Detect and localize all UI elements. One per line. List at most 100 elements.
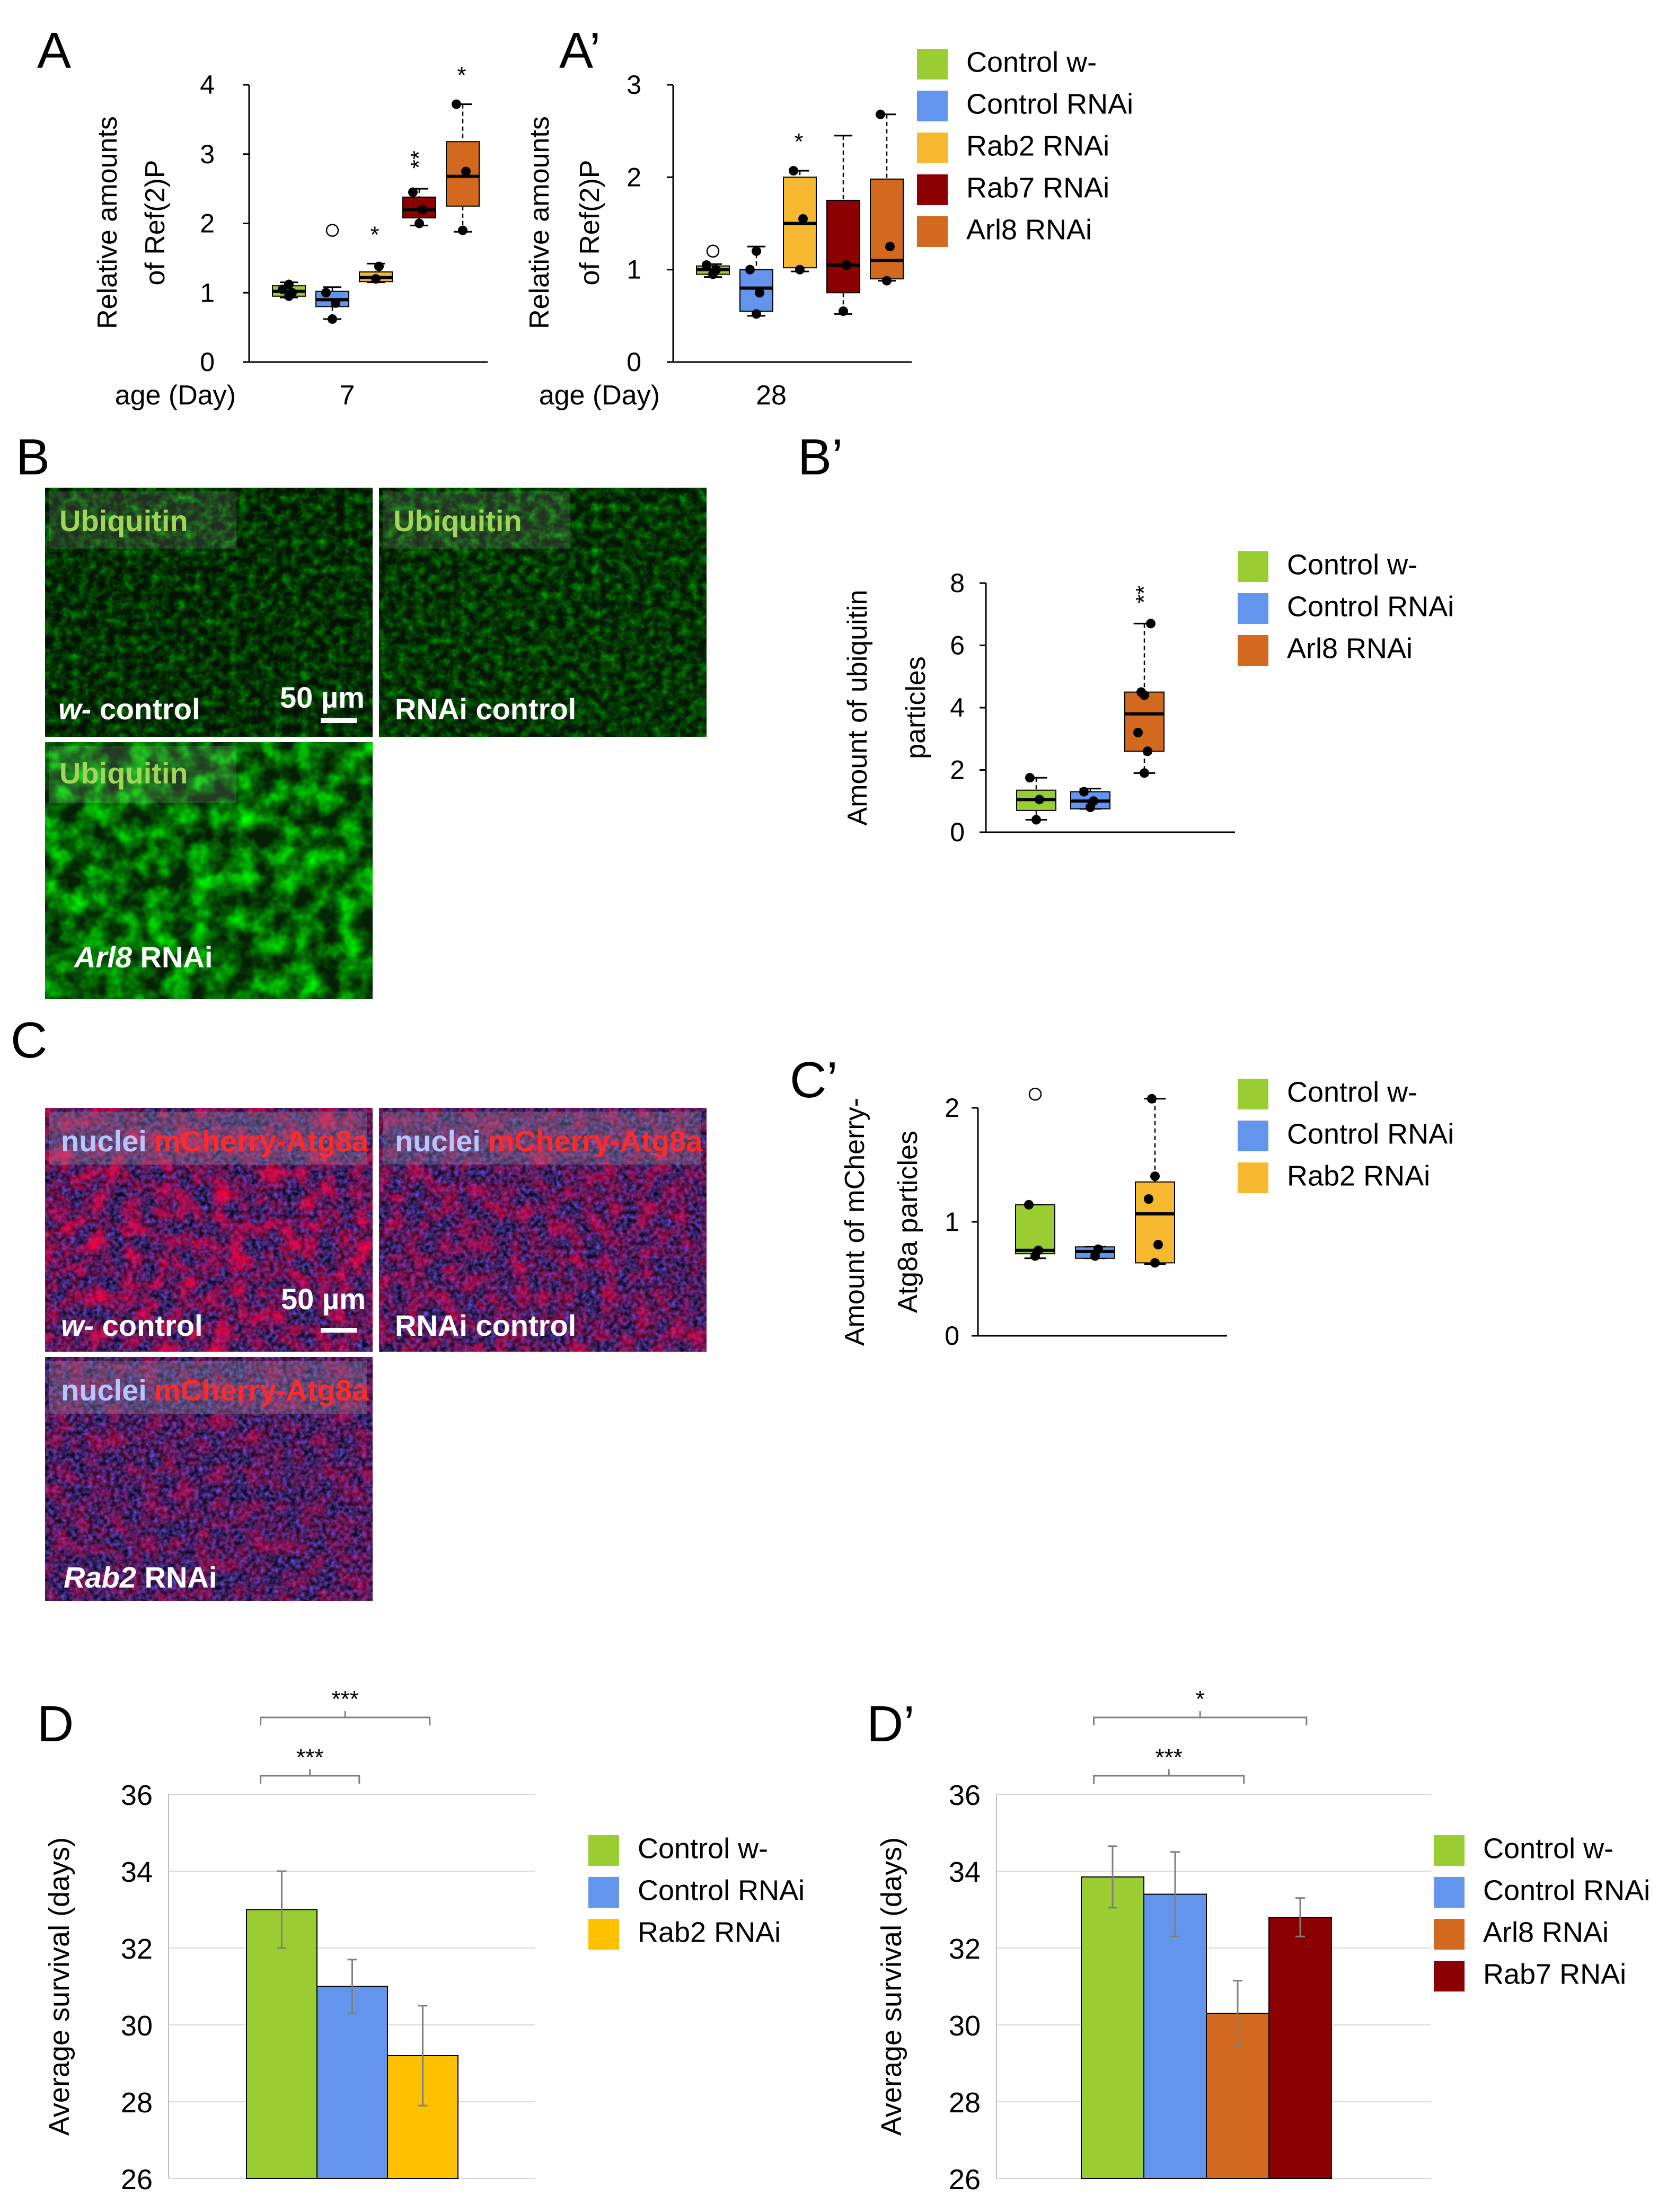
y-axis-label-line2: particles [901, 656, 931, 759]
box-rab7-rnai [826, 135, 860, 316]
bar [316, 1986, 388, 2179]
legend-item: Control RNAi [917, 89, 1133, 121]
bracket-label: *** [1156, 1744, 1183, 1770]
micrograph-b-w-control: Ubiquitin w- control 50 µm [45, 488, 373, 737]
data-point [1024, 1200, 1034, 1210]
legend-swatch [1434, 1877, 1465, 1908]
bar [246, 1909, 317, 2179]
data-point [795, 265, 805, 275]
legend-swatch [588, 1835, 619, 1866]
y-tick-label: 1 [200, 278, 215, 307]
legend-item: Arl8 RNAi [1238, 633, 1413, 666]
box-iqr [826, 199, 860, 294]
box-control-rnai [1075, 1244, 1115, 1261]
y-tick-label: 26 [949, 2164, 981, 2196]
bracket-label: *** [296, 1744, 323, 1770]
legend-swatch [1238, 1162, 1268, 1193]
significance-label: * [794, 129, 803, 155]
y-tick-label: 36 [121, 1779, 153, 1811]
bar-control-rnai [316, 1959, 388, 2179]
legend-label: Rab2 RNAi [1287, 1160, 1430, 1192]
legend-label: Control RNAi [966, 89, 1133, 120]
y-tick-label: 30 [949, 2010, 981, 2042]
panel-label-b: B [16, 429, 50, 486]
significance-label: * [457, 63, 466, 89]
micrograph-b-rnai-control: Ubiquitin RNAi control [379, 488, 707, 737]
legend-label: Rab2 RNAi [638, 1917, 781, 1949]
legend-label: Control RNAi [1483, 1875, 1650, 1907]
legend-swatch [1238, 593, 1268, 624]
scale-bar [321, 1328, 357, 1333]
legend-swatch [1434, 1919, 1465, 1950]
data-point [1153, 1240, 1163, 1249]
y-tick-label: 28 [121, 2087, 153, 2119]
data-point [287, 288, 297, 298]
data-point [414, 218, 424, 228]
legend-swatch [1238, 635, 1268, 666]
data-point [752, 246, 761, 256]
y-axis-label-line2: of Ref(2)P [140, 160, 171, 286]
data-point [321, 288, 331, 298]
legend-swatch [917, 49, 948, 80]
data-point [711, 265, 721, 275]
data-point [745, 265, 755, 275]
legend-item: Rab2 RNAi [1238, 1160, 1430, 1193]
y-axis-label-line1: Amount of mCherry- [840, 1098, 870, 1346]
legend-swatch [917, 91, 948, 121]
bracket-line [1093, 1769, 1245, 1784]
y-tick-label: 2 [200, 209, 215, 239]
bracket-line [260, 1711, 431, 1725]
data-point [1035, 795, 1044, 805]
panel-label-c-prime: C’ [790, 1052, 838, 1108]
legend-item: Control w- [1238, 1077, 1417, 1109]
condition-label: w- control [58, 692, 200, 726]
significance-bracket: *** [260, 1686, 431, 1725]
legend-swatch [1238, 1079, 1268, 1109]
bracket-label: *** [332, 1686, 359, 1712]
data-point [371, 274, 381, 284]
y-tick-label: 26 [121, 2164, 153, 2196]
legend-item: Control RNAi [1238, 1118, 1454, 1151]
legend-label: Arl8 RNAi [966, 214, 1092, 246]
y-axis-label: Average survival (days) [876, 1837, 907, 2136]
data-point [331, 298, 340, 308]
legend-swatch [917, 216, 948, 247]
y-tick-label: 1 [627, 255, 641, 285]
data-point [702, 260, 711, 270]
legend-label: Control RNAi [1287, 591, 1454, 623]
data-point [1031, 815, 1041, 825]
y-tick-label: 28 [949, 2087, 981, 2119]
y-tick-label: 32 [121, 1933, 153, 1965]
box-control-w- [1016, 773, 1056, 825]
panel-label-a: A [37, 22, 71, 79]
data-point [1146, 619, 1156, 629]
legend-item: Rab7 RNAi [1434, 1959, 1626, 1991]
significance-label: ** [1131, 585, 1157, 603]
bracket-line [1093, 1711, 1308, 1725]
legend-label: Rab7 RNAi [1483, 1959, 1626, 1990]
y-axis-label-line1: Relative amounts [92, 116, 123, 329]
y-tick-label: 0 [627, 347, 641, 377]
y-tick-label: 32 [949, 1933, 981, 1965]
legend-label: Control RNAi [638, 1875, 805, 1907]
y-tick-label: 6 [950, 631, 965, 660]
data-point [1150, 1171, 1160, 1181]
condition-label: RNAi control [395, 692, 576, 726]
bar [1081, 1876, 1144, 2179]
stain-label: Ubiquitin [59, 504, 188, 537]
legend-swatch [1434, 1961, 1465, 1991]
bar [1268, 1917, 1332, 2179]
legend-item: Rab2 RNAi [917, 130, 1109, 163]
